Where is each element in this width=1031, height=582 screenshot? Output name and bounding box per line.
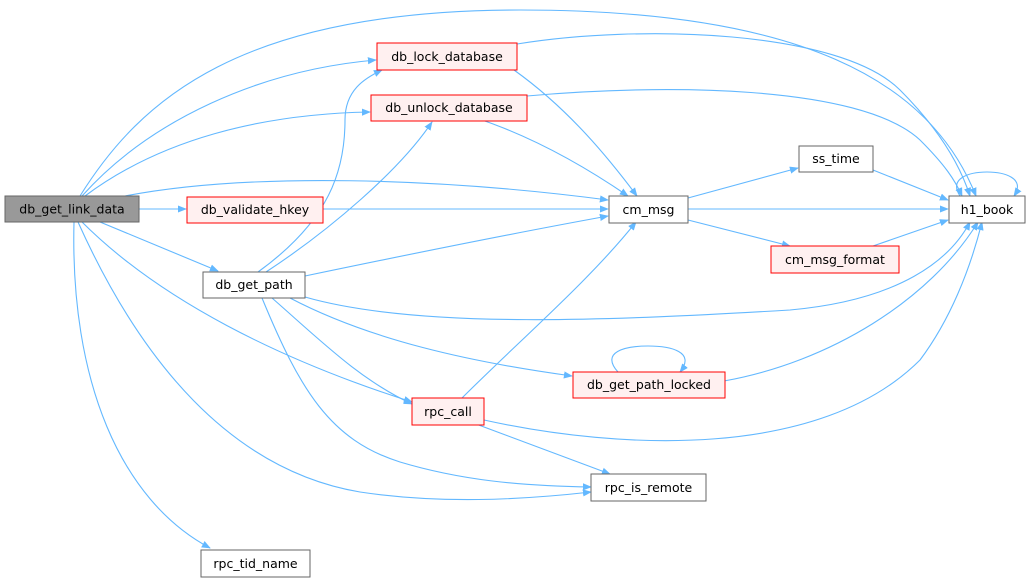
node-cm-msg[interactable]: cm_msg [608,195,689,224]
edge-root-to-rpc-is-remote [77,221,592,501]
node-cm-msg-format[interactable]: cm_msg_format [770,245,900,274]
node-db-get-path[interactable]: db_get_path [202,271,306,299]
node-db-lock-database[interactable]: db_lock_database [376,42,518,71]
edge-get-path-to-h1-book [304,221,971,321]
node-db-unlock-database[interactable]: db_unlock_database [370,94,528,122]
edge-get-path-to-unlock-database [265,121,433,273]
edge-root-to-rpc-call [81,221,413,403]
edge-get-path-to-rpc-is-remote [261,297,592,491]
edge-get-path-to-lock-database [257,69,383,273]
edge-root-to-lock-database [81,57,377,197]
edge-get-path-to-cm-msg [304,213,609,277]
svg-text:rpc_tid_name: rpc_tid_name [213,556,298,571]
edge-lock-to-cm-msg [513,69,638,197]
svg-text:ss_time: ss_time [812,151,860,166]
edge-cm-msg-to-ss-time [687,166,799,199]
edge-root-to-h1-book [79,9,977,197]
edge-get-path-to-get-path-locked [289,297,573,379]
edge-get-path-to-rpc-call [271,297,413,405]
edge-cm-msg-format-to-h1-book [872,219,949,247]
node-rpc-is-remote[interactable]: rpc_is_remote [590,473,707,502]
edge-get-path-locked-self-loop [611,345,688,373]
node-h1-book[interactable]: h1_book [948,195,1026,224]
edge-lock-to-h1-book [516,33,971,197]
node-db-get-path-locked[interactable]: db_get_path_locked [572,371,726,399]
edge-root-to-get-path [99,221,219,272]
edges [73,9,1022,549]
edge-unlock-to-h1-book [526,89,963,197]
node-db-validate-hkey[interactable]: db_validate_hkey [186,196,324,224]
svg-text:db_validate_hkey: db_validate_hkey [201,202,310,217]
svg-text:db_get_path_locked: db_get_path_locked [587,377,711,392]
svg-text:rpc_is_remote: rpc_is_remote [605,480,693,495]
node-db-get-link-data[interactable]: db_get_link_data [4,195,140,223]
svg-text:h1_book: h1_book [961,202,1014,217]
svg-text:db_get_link_data: db_get_link_data [19,202,124,217]
edge-unlock-to-cm-msg [481,119,629,197]
svg-text:rpc_call: rpc_call [424,404,472,419]
node-rpc-tid-name[interactable]: rpc_tid_name [200,549,311,578]
edge-rpc-call-to-h1-book [483,221,984,442]
edge-root-to-unlock-database [84,108,371,197]
edge-get-path-locked-to-h1-book [723,221,979,382]
edge-rpc-call-to-rpc-is-remote [475,423,611,475]
edge-root-to-cm-msg [124,180,609,203]
edge-root-to-rpc-tid-name [73,221,211,549]
svg-text:cm_msg: cm_msg [623,202,675,217]
edge-ss-time-to-h1-book [872,169,949,201]
edge-cm-msg-to-cm-msg-format [687,219,791,248]
svg-text:cm_msg_format: cm_msg_format [785,252,885,267]
nodes: db_get_link_data db_lock_database db_unl… [4,42,1026,578]
svg-text:db_lock_database: db_lock_database [391,49,503,64]
edge-rpc-call-to-cm-msg [461,221,637,399]
edge-h1-book-self-loop [956,171,1022,197]
node-ss-time[interactable]: ss_time [798,145,874,173]
svg-text:db_get_path: db_get_path [215,277,292,292]
node-rpc-call[interactable]: rpc_call [411,397,485,426]
svg-text:db_unlock_database: db_unlock_database [385,100,513,115]
